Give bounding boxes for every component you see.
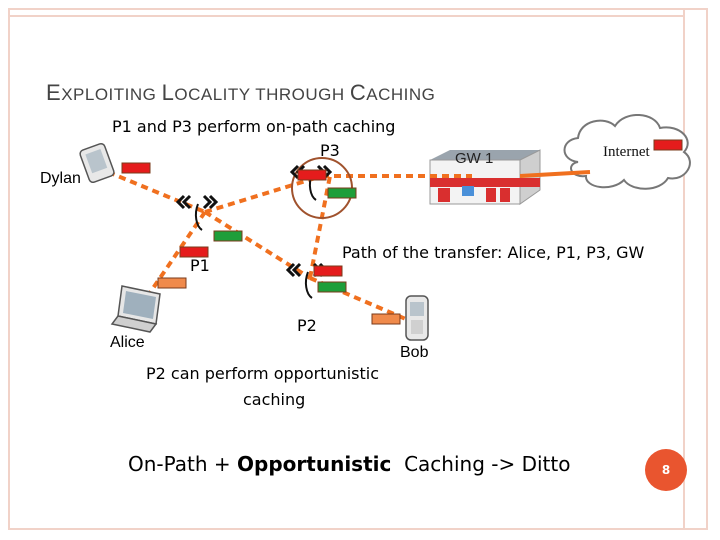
- router-icon: [175, 194, 219, 231]
- page-number-badge: 8: [645, 449, 687, 491]
- cache-block-red: [179, 246, 209, 258]
- cache-block-red: [297, 169, 327, 181]
- internet-cloud-icon: [563, 113, 691, 190]
- cache-block-red: [653, 139, 683, 151]
- cache-block-orange: [371, 313, 401, 325]
- link-p1-p2: [203, 210, 312, 280]
- node-label-alice: Alice: [110, 334, 145, 351]
- cache-block-red: [313, 265, 343, 277]
- cache-block-orange: [157, 277, 187, 289]
- link-gw-internet: [519, 170, 591, 178]
- laptop-icon: [110, 285, 161, 333]
- caption-transfer-path: Path of the transfer: Alice, P1, P3, GW: [342, 243, 645, 262]
- caption-opportunistic-line1: P2 can perform opportunistic: [146, 364, 380, 383]
- node-label-dylan: Dylan: [40, 170, 81, 187]
- handheld-device-icon: [79, 142, 115, 184]
- slide-frame-line: [8, 15, 683, 17]
- cache-block-green: [327, 187, 357, 199]
- cache-blocks: [121, 139, 683, 325]
- cache-block-red: [121, 162, 151, 174]
- node-label-p3: P3: [320, 141, 340, 160]
- caption-opportunistic-line2: caching: [243, 390, 306, 409]
- link-p1-alice: [143, 210, 207, 302]
- link-p2-p3: [308, 175, 332, 279]
- link-dylan-p1: [107, 170, 206, 214]
- node-label-internet: Internet: [603, 144, 650, 160]
- cache-block-green: [213, 230, 243, 242]
- phone-icon: [405, 295, 429, 341]
- link-p1-p3: [204, 174, 323, 214]
- caption-on-path: P1 and P3 perform on-path caching: [112, 117, 396, 136]
- node-label-p2: P2: [297, 316, 317, 335]
- slide-frame-line: [683, 8, 685, 530]
- node-label-p1: P1: [190, 256, 210, 275]
- node-label-gw: GW 1: [455, 150, 494, 167]
- slide-title: EXPLOITING LOCALITY THROUGH CACHING: [46, 80, 436, 105]
- slide-frame: [8, 8, 708, 530]
- gateway-building-icon: [429, 149, 541, 205]
- cache-block-green: [317, 281, 347, 293]
- summary-line: On-Path + Opportunistic Caching -> Ditto: [128, 452, 571, 476]
- node-label-bob: Bob: [400, 344, 429, 361]
